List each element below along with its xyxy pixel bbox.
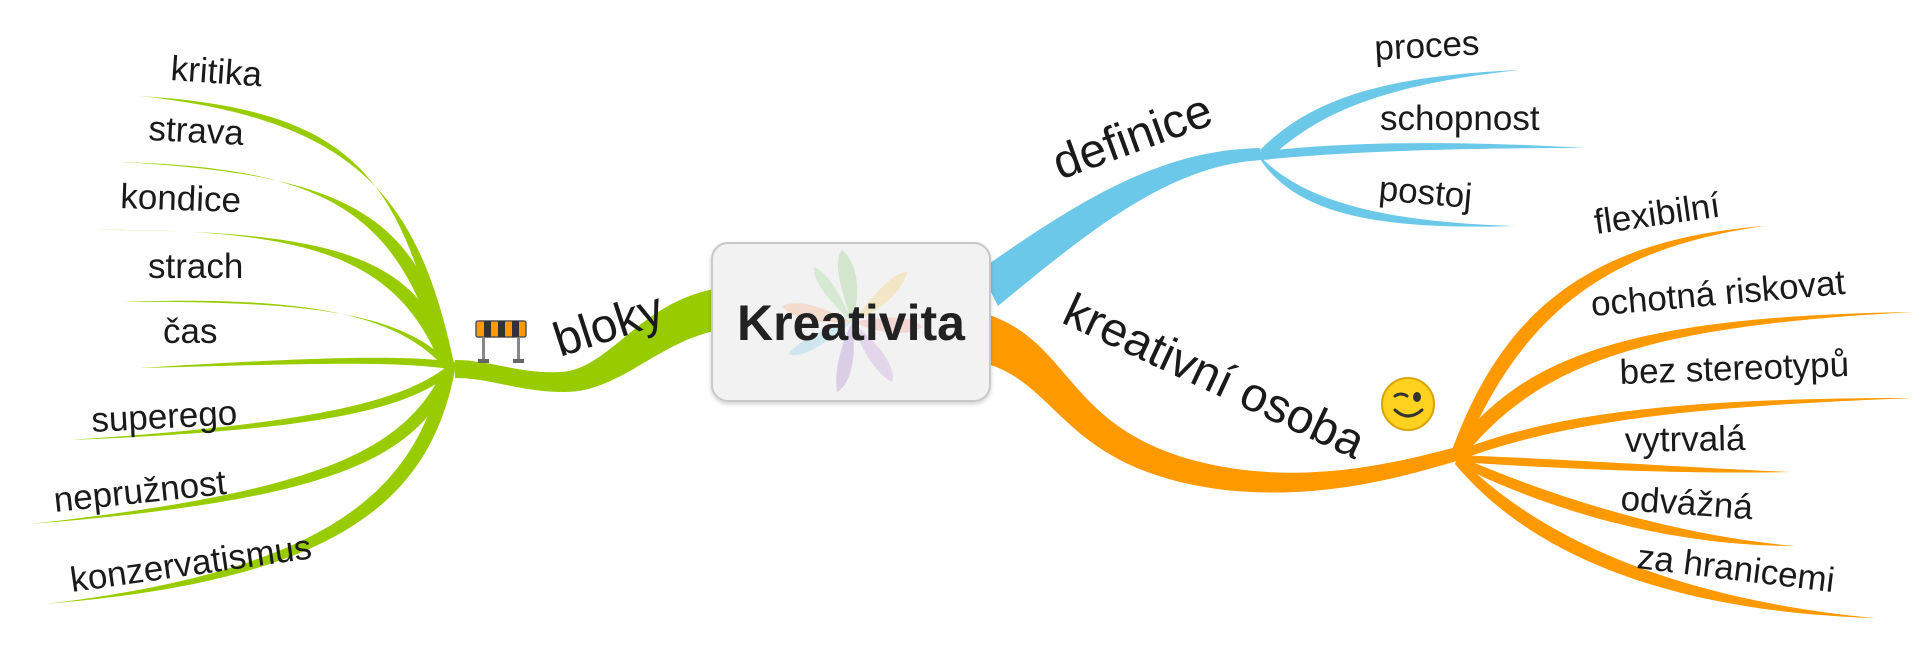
center-node[interactable] [711,242,991,402]
leaf-label-schopnost[interactable]: schopnost [1380,99,1540,138]
branch-osoba-trunk [980,312,1460,493]
branch-leaf-superego [70,368,455,440]
leaf-label-kondice[interactable]: kondice [120,177,242,220]
branch-definice-trunk [980,148,1262,306]
leaf-label-hranicemi[interactable]: za hranicemi [1635,537,1837,600]
roadblock-icon [475,320,527,363]
center-title[interactable]: Kreativita [737,295,966,351]
branch-leaf-stereotypu [1455,398,1915,458]
leaf-label-konzervatismus[interactable]: konzervatismus [68,527,314,599]
branch-leaf-proces [1260,70,1520,160]
branch-bloky [30,96,720,604]
leaf-label-flexibilni[interactable]: flexibilní [1592,186,1723,242]
branch-leaf-cas [140,357,455,370]
leaf-label-strach[interactable]: strach [148,247,243,286]
branch-leaf-vytrvala [1458,455,1790,473]
leaf-label-superego[interactable]: superego [90,393,238,440]
leaf-label-strava[interactable]: strava [148,109,246,153]
leaf-label-odvazna[interactable]: odvážná [1619,479,1754,527]
leaf-label-ochotna[interactable]: ochotná riskovat [1589,263,1847,324]
leaf-label-kritika[interactable]: kritika [169,49,263,94]
leaf-label-stereotypu[interactable]: bez stereotypů [1619,345,1850,392]
branch-osoba [980,226,1915,618]
branch-leaf-ochotna [1452,312,1915,456]
leaf-label-cas[interactable]: čas [163,312,217,351]
branch-leaf-flexibilni [1452,226,1765,456]
pinwheel-logo-icon [782,250,922,392]
leaf-label-vytrvala[interactable]: vytrvalá [1624,419,1746,460]
branch-leaf-nepruznost [30,370,455,524]
branch-leaf-kondice [95,229,455,368]
leaf-label-postoj[interactable]: postoj [1377,169,1473,216]
branch-bloky-trunk [455,288,720,392]
branch-definice [980,70,1585,306]
leaf-label-proces[interactable]: proces [1373,24,1480,68]
branch-leaf-schopnost [1258,143,1585,160]
wink-emoji-icon [1381,377,1435,431]
branch-leaf-hranicemi [1455,456,1875,618]
